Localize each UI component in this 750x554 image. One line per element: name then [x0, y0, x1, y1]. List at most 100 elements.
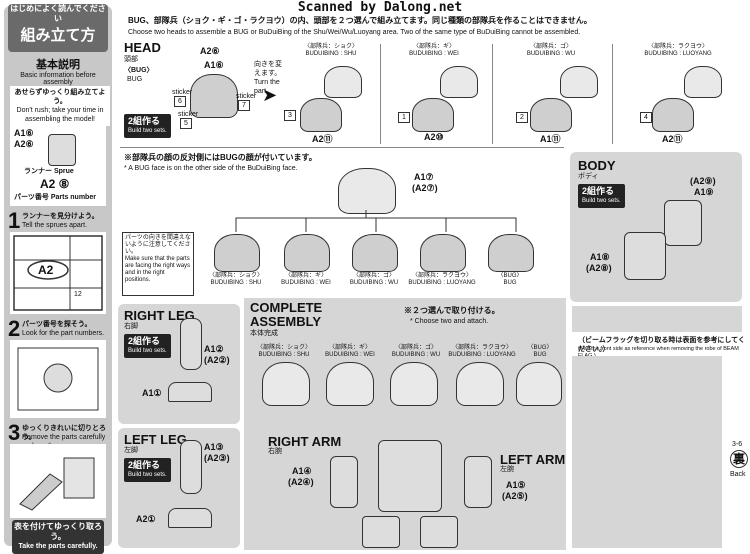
sticker-6: 6: [174, 96, 186, 107]
right-leg-badge-en: Build two sets.: [128, 348, 167, 354]
face-luoyang-en: BUDUIBING : LUOYANG: [408, 280, 476, 286]
left-leg-badge-jp: 2組作る: [128, 460, 161, 470]
runner-en: Sprue: [53, 168, 74, 175]
right-arm-part-a2-4: (A2④): [288, 477, 314, 487]
body-part-a2-8: (A2⑧): [586, 263, 612, 273]
orientation-en: Make sure that the parts are facing the …: [125, 256, 191, 283]
body-title: BODY: [578, 158, 616, 173]
gray-area-lower: [572, 356, 722, 548]
head-badge-jp: 2組作る: [128, 116, 161, 126]
step-3-number: 3: [8, 420, 21, 445]
face-wei: [284, 234, 330, 272]
face-bug-en: BUG: [503, 280, 517, 286]
body-part-a1-9: A1⑨: [694, 187, 714, 197]
complete-head-wu-jp: 〈部隊兵：ゴ〉: [394, 345, 437, 351]
sticker-1: 1: [398, 112, 410, 123]
variant-wu-en: BUDUIBING : WU: [526, 51, 576, 57]
sticker-word-7: sticker: [236, 93, 257, 100]
variant-shu-jp: 〈部隊兵：ショク〉: [303, 44, 358, 50]
face-shu-jp: 〈部隊兵：ショク〉: [208, 273, 263, 279]
variant-wu-part: A1⑪: [540, 134, 561, 144]
left-leg-badge-en: Build two sets.: [128, 472, 167, 478]
variant-shu-head: [300, 98, 342, 132]
sticker-label-6: sticker: [172, 88, 192, 97]
face-shu-label: 〈部隊兵：ショク〉BUDUIBING : SHU: [200, 273, 272, 287]
left-arm-part: [464, 456, 492, 508]
runner-code: A2 ⑧: [40, 177, 70, 191]
face-wu-en: BUDUIBING : WU: [349, 280, 399, 286]
partnum-label: パーツ番号 Parts number: [14, 193, 96, 202]
sprue-tag: A2: [38, 263, 54, 277]
body-badge-en: Build two sets.: [582, 198, 621, 204]
variant-wei-bug-part: [440, 66, 478, 98]
partnum-jp: パーツ番号: [14, 194, 49, 201]
back-page-num: 3-6: [732, 441, 743, 448]
face-wu-label: 〈部隊兵：ゴ〉BUDUIBING : WU: [338, 273, 410, 287]
left-leg-part-a1-3: A1③: [204, 442, 224, 452]
torso-assembly: [378, 440, 442, 512]
step-1-jp: ランナーを見分けよう。: [22, 213, 99, 220]
step-2-en: Look for the part numbers.: [22, 330, 105, 337]
warning-jp: あせらずゆっくり組み立てよう。: [14, 89, 106, 105]
complete-title-jp: 本体完成: [250, 330, 278, 337]
step-2-jp: パーツ番号を探そう。: [22, 321, 92, 328]
head-section-divider: [120, 147, 564, 148]
complete-head-shu-label: 〈部隊兵：ショク〉BUDUIBING : SHU: [252, 345, 316, 359]
sidebar-title-text: 組み立て方: [20, 27, 96, 44]
left-leg-part-a2-1: A2①: [136, 514, 156, 524]
head-bug-label: 〈BUG〉: [124, 67, 154, 74]
turn-en: Turn the part.: [254, 79, 280, 95]
runner-label: ランナー Sprue: [24, 167, 74, 176]
step-2-number: 2: [8, 316, 21, 341]
right-leg-shin: [180, 318, 202, 370]
face-shu-en: BUDUIBING : SHU: [210, 280, 262, 286]
complete-head-bug: [516, 362, 562, 406]
body-title-jp: ボディ: [578, 173, 599, 180]
complete-head-shu-en: BUDUIBING : SHU: [258, 352, 310, 358]
sticker-7: 7: [238, 100, 250, 111]
complete-title-2: ASSEMBLY: [250, 314, 322, 329]
variant-shu-label: 〈部隊兵：ショク〉BUDUIBING : SHU: [286, 44, 376, 58]
basic-info-heading: 基本説明 Basic information before assembly: [8, 56, 108, 86]
sticker-label-7: sticker: [236, 92, 256, 101]
right-leg-part-a1-1: A1①: [142, 388, 162, 398]
sticker-4: 4: [640, 112, 652, 123]
warning-note: あせらずゆっくり組み立てよう。 Don't rush; take your ti…: [10, 86, 110, 126]
turn-note: 向きを変えます。 Turn the part.: [254, 60, 284, 96]
body-part-a1-8: A1⑧: [590, 252, 610, 262]
variant-luoyang-label: 〈部隊兵：ラクヨウ〉BUDUIBING : LUOYANG: [616, 44, 740, 58]
gray-strip-top: [572, 306, 742, 332]
choose-note-en: * Choose two and attach.: [410, 318, 489, 325]
body-back-part: [664, 200, 702, 246]
left-leg-build-badge: 2組作る Build two sets.: [124, 458, 171, 482]
head-part-a1: A1⑥: [204, 60, 224, 70]
orientation-note-text: パーツの向きを間違えないように注意してください。 Make sure that …: [123, 233, 193, 286]
left-leg-panel: [118, 428, 240, 548]
variant-luoyang-bug-part: [684, 66, 722, 98]
turn-jp: 向きを変えます。: [254, 61, 282, 77]
variant-wei-en: BUDUIBING : WEI: [409, 51, 459, 57]
variant-wu-jp: 〈部隊兵：ゴ〉: [529, 44, 572, 50]
sidebar-title: はじめによく読んでください 組み立て方: [8, 4, 108, 52]
variant-wei-label: 〈部隊兵：ギ〉BUDUIBING : WEI: [384, 44, 484, 58]
warning-en: Don't rush; take your time in assembling…: [16, 107, 104, 123]
left-arm-title: LEFT ARM: [500, 452, 566, 467]
complete-head-wu-label: 〈部隊兵：ゴ〉BUDUIBING : WU: [384, 345, 448, 359]
face-shu: [214, 234, 260, 272]
face-wu: [352, 234, 398, 272]
complete-head-shu: [262, 362, 310, 406]
nipper-graphic: [19, 457, 95, 511]
complete-assembly-panel: [244, 298, 566, 550]
banner-en: Choose two heads to assemble a BUG or Bu…: [128, 29, 581, 36]
variant-wu-bug-part: [560, 66, 598, 98]
body-front-part: [624, 232, 666, 280]
face-wei-label: 〈部隊兵：ギ〉BUDUIBING : WEI: [270, 273, 342, 287]
right-leg-part-a1-2: A1②: [204, 344, 224, 354]
right-arm-title-jp: 右腕: [268, 448, 282, 455]
face-bug: [488, 234, 534, 272]
sprue-frame-graphic: [13, 235, 103, 311]
sample-part-shape: [48, 134, 76, 166]
